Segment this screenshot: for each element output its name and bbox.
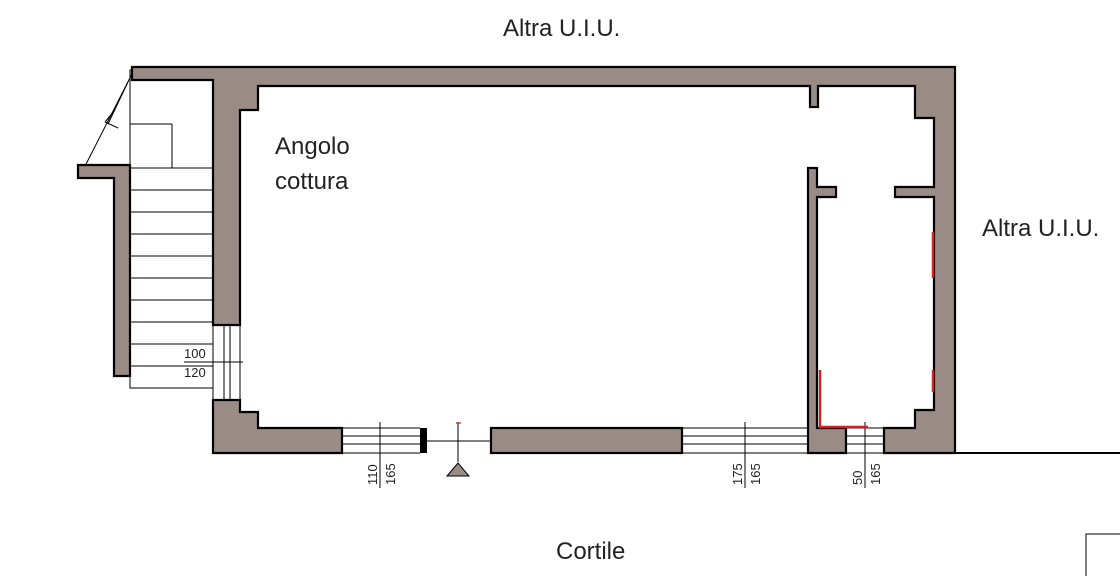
courtyard-label: Cortile: [556, 538, 626, 565]
bathroom-fixtures: [818, 232, 935, 429]
stair-opening-height: 120: [184, 365, 206, 380]
window-middle-height: 165: [748, 463, 763, 485]
stair-opening: 100 120: [184, 325, 243, 400]
outer-walls: [130, 65, 957, 455]
window-left-width: 110: [365, 464, 380, 485]
window-right-width: 50: [850, 471, 865, 485]
window-right-height: 165: [868, 463, 883, 485]
right-neighbor-label: Altra U.I.U.: [982, 215, 1100, 242]
staircase: [76, 69, 214, 389]
corner-box: [1085, 533, 1120, 576]
window-middle: [682, 422, 808, 488]
stair-opening-width: 100: [184, 346, 206, 361]
window-middle-width: 175: [730, 463, 745, 485]
window-left: [342, 422, 420, 488]
top-neighbor-label: Altra U.I.U.: [503, 15, 621, 42]
triangle-up-icon: [445, 462, 471, 477]
room-label-kitchen-line1: Angolo: [275, 133, 350, 160]
entrance-opening: [427, 422, 491, 477]
room-label-kitchen-line2: cottura: [275, 168, 349, 195]
window-left-height: 165: [383, 463, 398, 485]
